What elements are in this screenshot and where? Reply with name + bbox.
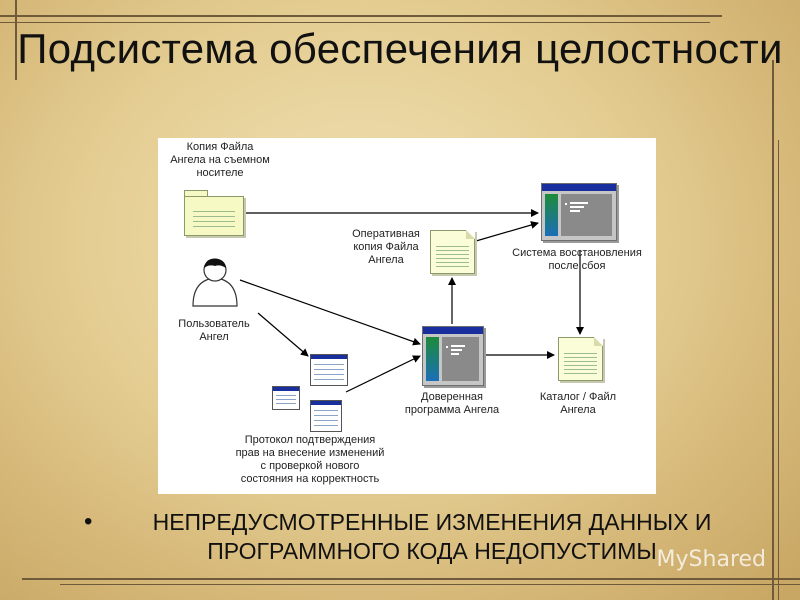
window-text-line [570,210,580,212]
form-row [276,403,296,404]
frame-right-line [772,60,774,600]
watermark-logo: MyShared [656,547,766,572]
window-text-line [570,206,584,208]
form-window-2 [272,386,300,410]
window-bullet [446,346,448,348]
folder-body [184,196,244,236]
window-text-line [451,353,459,355]
form-titlebar [311,401,341,405]
application-window-icon [422,326,484,386]
form-row [314,379,344,380]
operative-copy-label: Оперативная копия Файла Ангела [352,228,420,266]
bullet-text: НЕПРЕДУСМОТРЕННЫЕ ИЗМЕНЕНИЯ ДАННЫХ И ПРО… [152,509,712,564]
form-titlebar [311,355,347,359]
form-row [276,395,296,396]
form-row [314,420,338,421]
document-lines [436,243,469,268]
frame-bottom-line-inner [60,584,800,585]
connector-arrows [239,209,584,393]
form-row [314,364,344,365]
frame-right-line-inner [778,140,779,600]
arrow-user-to-program [239,279,421,346]
form-row [314,410,338,411]
window-content [442,337,479,381]
form-window-3 [310,400,342,432]
arrow-user-to-protocol [257,312,309,357]
recovery-system-label: Система восстановления после сбоя [512,247,642,272]
protocol-label: Протокол подтверждения прав на внесение … [235,434,385,485]
diagram-panel: Копия Файла Ангела на съемном носителе О… [158,138,656,494]
form-titlebar [273,387,299,391]
bullet-marker: • [84,508,93,535]
catalog-label: Каталог / Файл Ангела [539,391,617,416]
window-bullet [565,203,567,205]
folder-icon [184,190,244,236]
trusted-program-label: Доверенная программа Ангела [404,391,500,416]
slide-title: Подсистема обеспечения целостности [17,25,783,72]
form-row [314,374,344,375]
form-windows-icon [272,354,350,432]
window-text-line [451,345,465,347]
document-icon [430,230,475,274]
form-row [314,369,344,370]
window-text-line [451,349,462,351]
frame-top-line-inner [0,22,710,23]
frame-left-line [15,0,17,80]
frame-top-line [0,15,722,17]
window-text-line [570,202,588,204]
window-titlebar [542,184,616,191]
user-label: Пользователь Ангел [178,318,250,343]
backup-copy-label: Копия Файла Ангела на съемном носителе [170,141,270,179]
form-window-1 [310,354,348,386]
document-fold [594,337,603,346]
window-content [561,194,612,236]
form-row [314,425,338,426]
arrow-protocol-to-program [345,355,421,393]
frame-bottom-line [22,578,800,580]
arrow-operative-to-recovery [475,221,539,242]
window-sidebar [426,337,439,381]
document-icon [558,337,603,381]
document-fold [466,230,475,239]
folder-lines [193,207,235,229]
application-window-icon [541,183,617,241]
document-lines [564,350,597,375]
window-titlebar [423,327,483,334]
folder-tab [184,190,208,198]
user-icon [192,258,238,307]
form-row [314,415,338,416]
window-sidebar [545,194,558,236]
form-row [276,399,296,400]
